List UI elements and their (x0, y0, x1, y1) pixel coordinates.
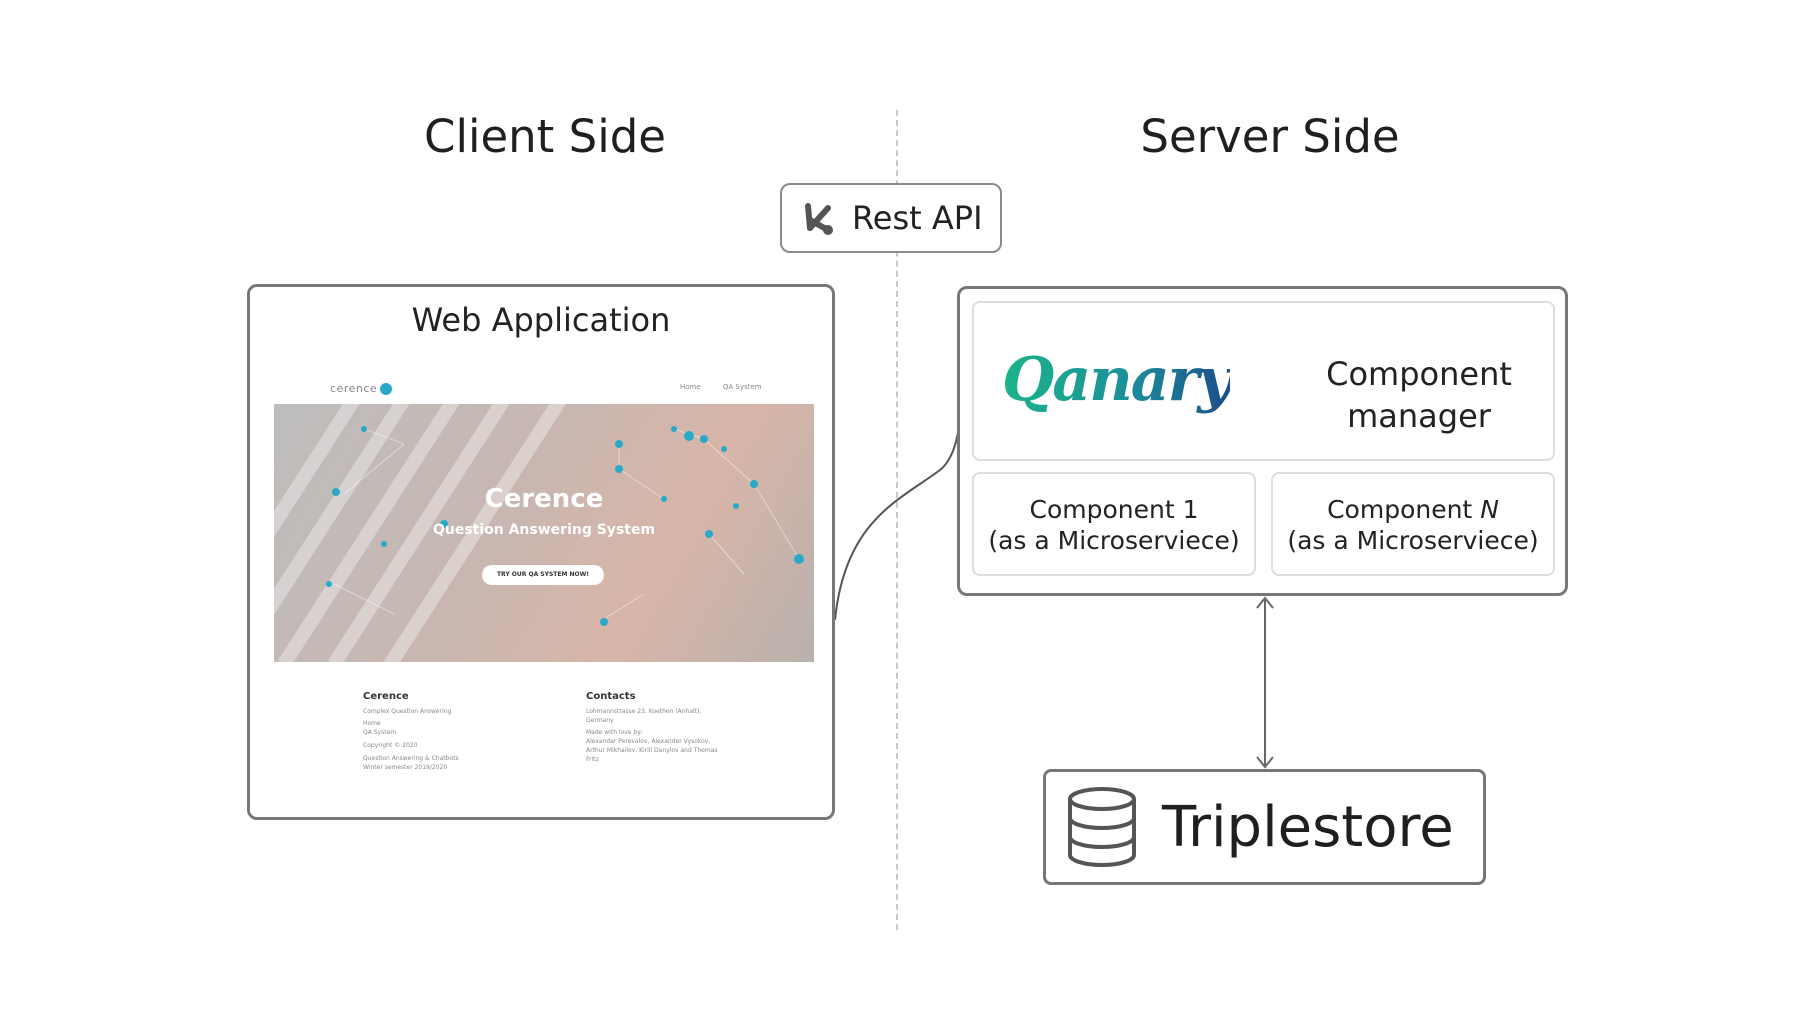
hero-title: Cerence (484, 484, 604, 514)
component-1-title: Component 1 (1029, 495, 1199, 524)
footer-left: Cerence Complex Question Answering Home … (363, 691, 563, 772)
qanary-logo: Qanary (1002, 345, 1232, 415)
component-n-box: Component N (as a Microserviece) (1271, 472, 1555, 576)
api-branch-icon (798, 198, 838, 238)
cerence-logo-dot-icon (380, 383, 393, 395)
rest-api-label: Rest API (852, 199, 983, 237)
hero-banner: Cerence Question Answering System TRY OU… (274, 404, 814, 662)
component-1-box: Component 1 (as a Microserviece) (972, 472, 1256, 576)
mini-nav: Home QA System (680, 383, 782, 391)
footer-credit-line: Made with love by: (586, 729, 643, 736)
rest-api-badge: Rest API (780, 183, 1002, 253)
triplestore-box: Triplestore (1043, 769, 1486, 885)
component-manager-label-line1: Component (1326, 355, 1512, 393)
footer-left-line: Winter semester 2019/2020 (363, 764, 448, 771)
component-manager-label: Component manager (1304, 353, 1534, 437)
hero-subtitle: Question Answering System (432, 522, 656, 538)
web-application-box: Web Application cerence Home QA System (247, 284, 835, 820)
footer-address-line: Germany (586, 717, 614, 724)
cerence-logo-text: cerence (330, 382, 378, 395)
component-n-letter: N (1480, 495, 1499, 524)
footer-left-line: Complex Question Answering (363, 708, 452, 715)
qanary-logo-text: Qanary (1002, 345, 1232, 415)
component-manager-box: Qanary Component manager (972, 301, 1555, 461)
database-icon (1068, 787, 1136, 867)
server-box: Qanary Component manager Component 1 (as… (957, 286, 1568, 596)
component-n-subtitle: (as a Microserviece) (1287, 526, 1539, 555)
footer-left-line: Copyright © 2020 (363, 742, 418, 749)
triplestore-label: Triplestore (1162, 794, 1454, 860)
footer-left-line: Question Answering & Chatbots (363, 755, 459, 762)
footer-right-heading: Contacts (586, 691, 636, 702)
component-n-prefix: Component (1327, 495, 1481, 524)
footer-credit-line: Arthur Mikhailov, Kirill Danylov and Tho… (586, 747, 718, 754)
server-side-heading: Server Side (1140, 110, 1400, 163)
footer-credit-line: Fritz (586, 756, 599, 763)
network-pattern (274, 404, 804, 662)
client-side-heading: Client Side (424, 110, 666, 163)
component-1-subtitle: (as a Microserviece) (988, 526, 1240, 555)
footer-home-link[interactable]: Home (363, 720, 381, 727)
footer-left-heading: Cerence (363, 691, 409, 702)
footer-qa-system-link[interactable]: QA System (363, 729, 397, 736)
nav-home-link[interactable]: Home (680, 383, 701, 391)
component-manager-label-line2: manager (1347, 397, 1491, 435)
nav-qa-system-link[interactable]: QA System (722, 383, 762, 391)
footer-address-line: Lohmannstrasse 23, Koethen (Anhalt), (586, 708, 702, 715)
web-application-title: Web Application (411, 301, 671, 339)
component-n-title: Component N (1273, 494, 1553, 525)
footer-right: Contacts Lohmannstrasse 23, Koethen (Anh… (586, 691, 726, 764)
cerence-logo: cerence (330, 382, 393, 395)
try-qa-system-button[interactable]: TRY OUR QA SYSTEM NOW! (482, 565, 604, 585)
footer-credit-line: Alexander Perevalov, Alexander Vysokov, (586, 738, 711, 745)
